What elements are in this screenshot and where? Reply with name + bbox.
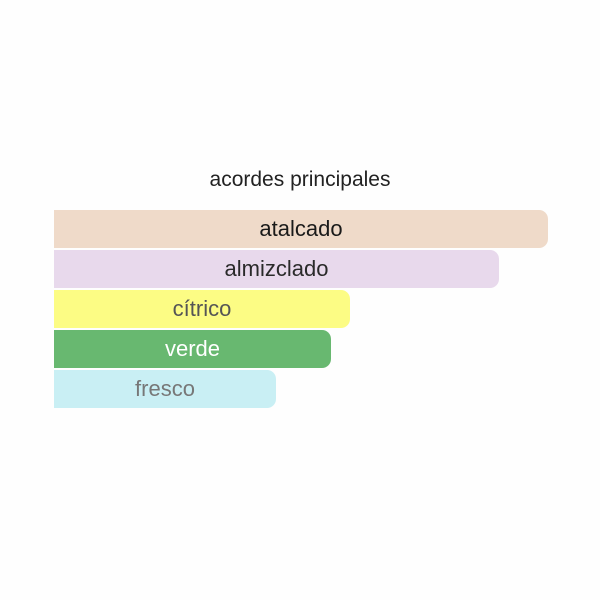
chart-title: acordes principales	[209, 168, 391, 191]
bars-container: atalcado almizclado cítrico verde fresco	[54, 210, 554, 410]
bar-0: atalcado	[54, 210, 548, 248]
bar-label-1: almizclado	[224, 256, 329, 281]
bar-4: fresco	[54, 370, 276, 408]
bar-label-3: verde	[164, 336, 221, 361]
bar-3: verde	[54, 330, 331, 368]
bar-1: almizclado	[54, 250, 499, 288]
bar-label-4: fresco	[135, 376, 195, 401]
bar-label-0: atalcado	[259, 216, 343, 241]
bar-2: cítrico	[54, 290, 350, 328]
bar-label-2: cítrico	[172, 296, 232, 321]
